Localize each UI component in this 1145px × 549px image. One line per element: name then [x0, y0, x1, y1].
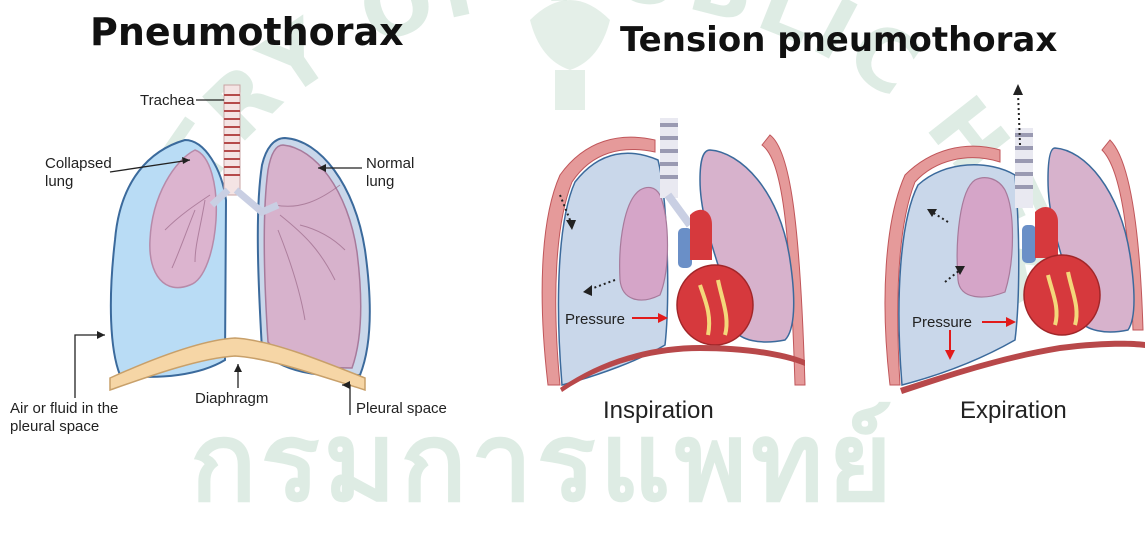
expiration-collapsed-lung: [957, 178, 1012, 297]
label-inspiration: Inspiration: [603, 397, 714, 425]
tension-pneumothorax-illustration: [0, 0, 1145, 457]
diagram-canvas: MINISTRY OF PUBLIC HEALTH กรมการแพทย์ Pn…: [0, 0, 1145, 457]
label-expiration: Expiration: [960, 397, 1067, 425]
expiration-trachea: [1015, 128, 1033, 208]
expiration-panel: [885, 84, 1145, 394]
inspiration-panel: [542, 118, 805, 392]
label-pressure-expiration: Pressure: [912, 314, 972, 332]
label-pressure-inspiration: Pressure: [565, 311, 625, 329]
